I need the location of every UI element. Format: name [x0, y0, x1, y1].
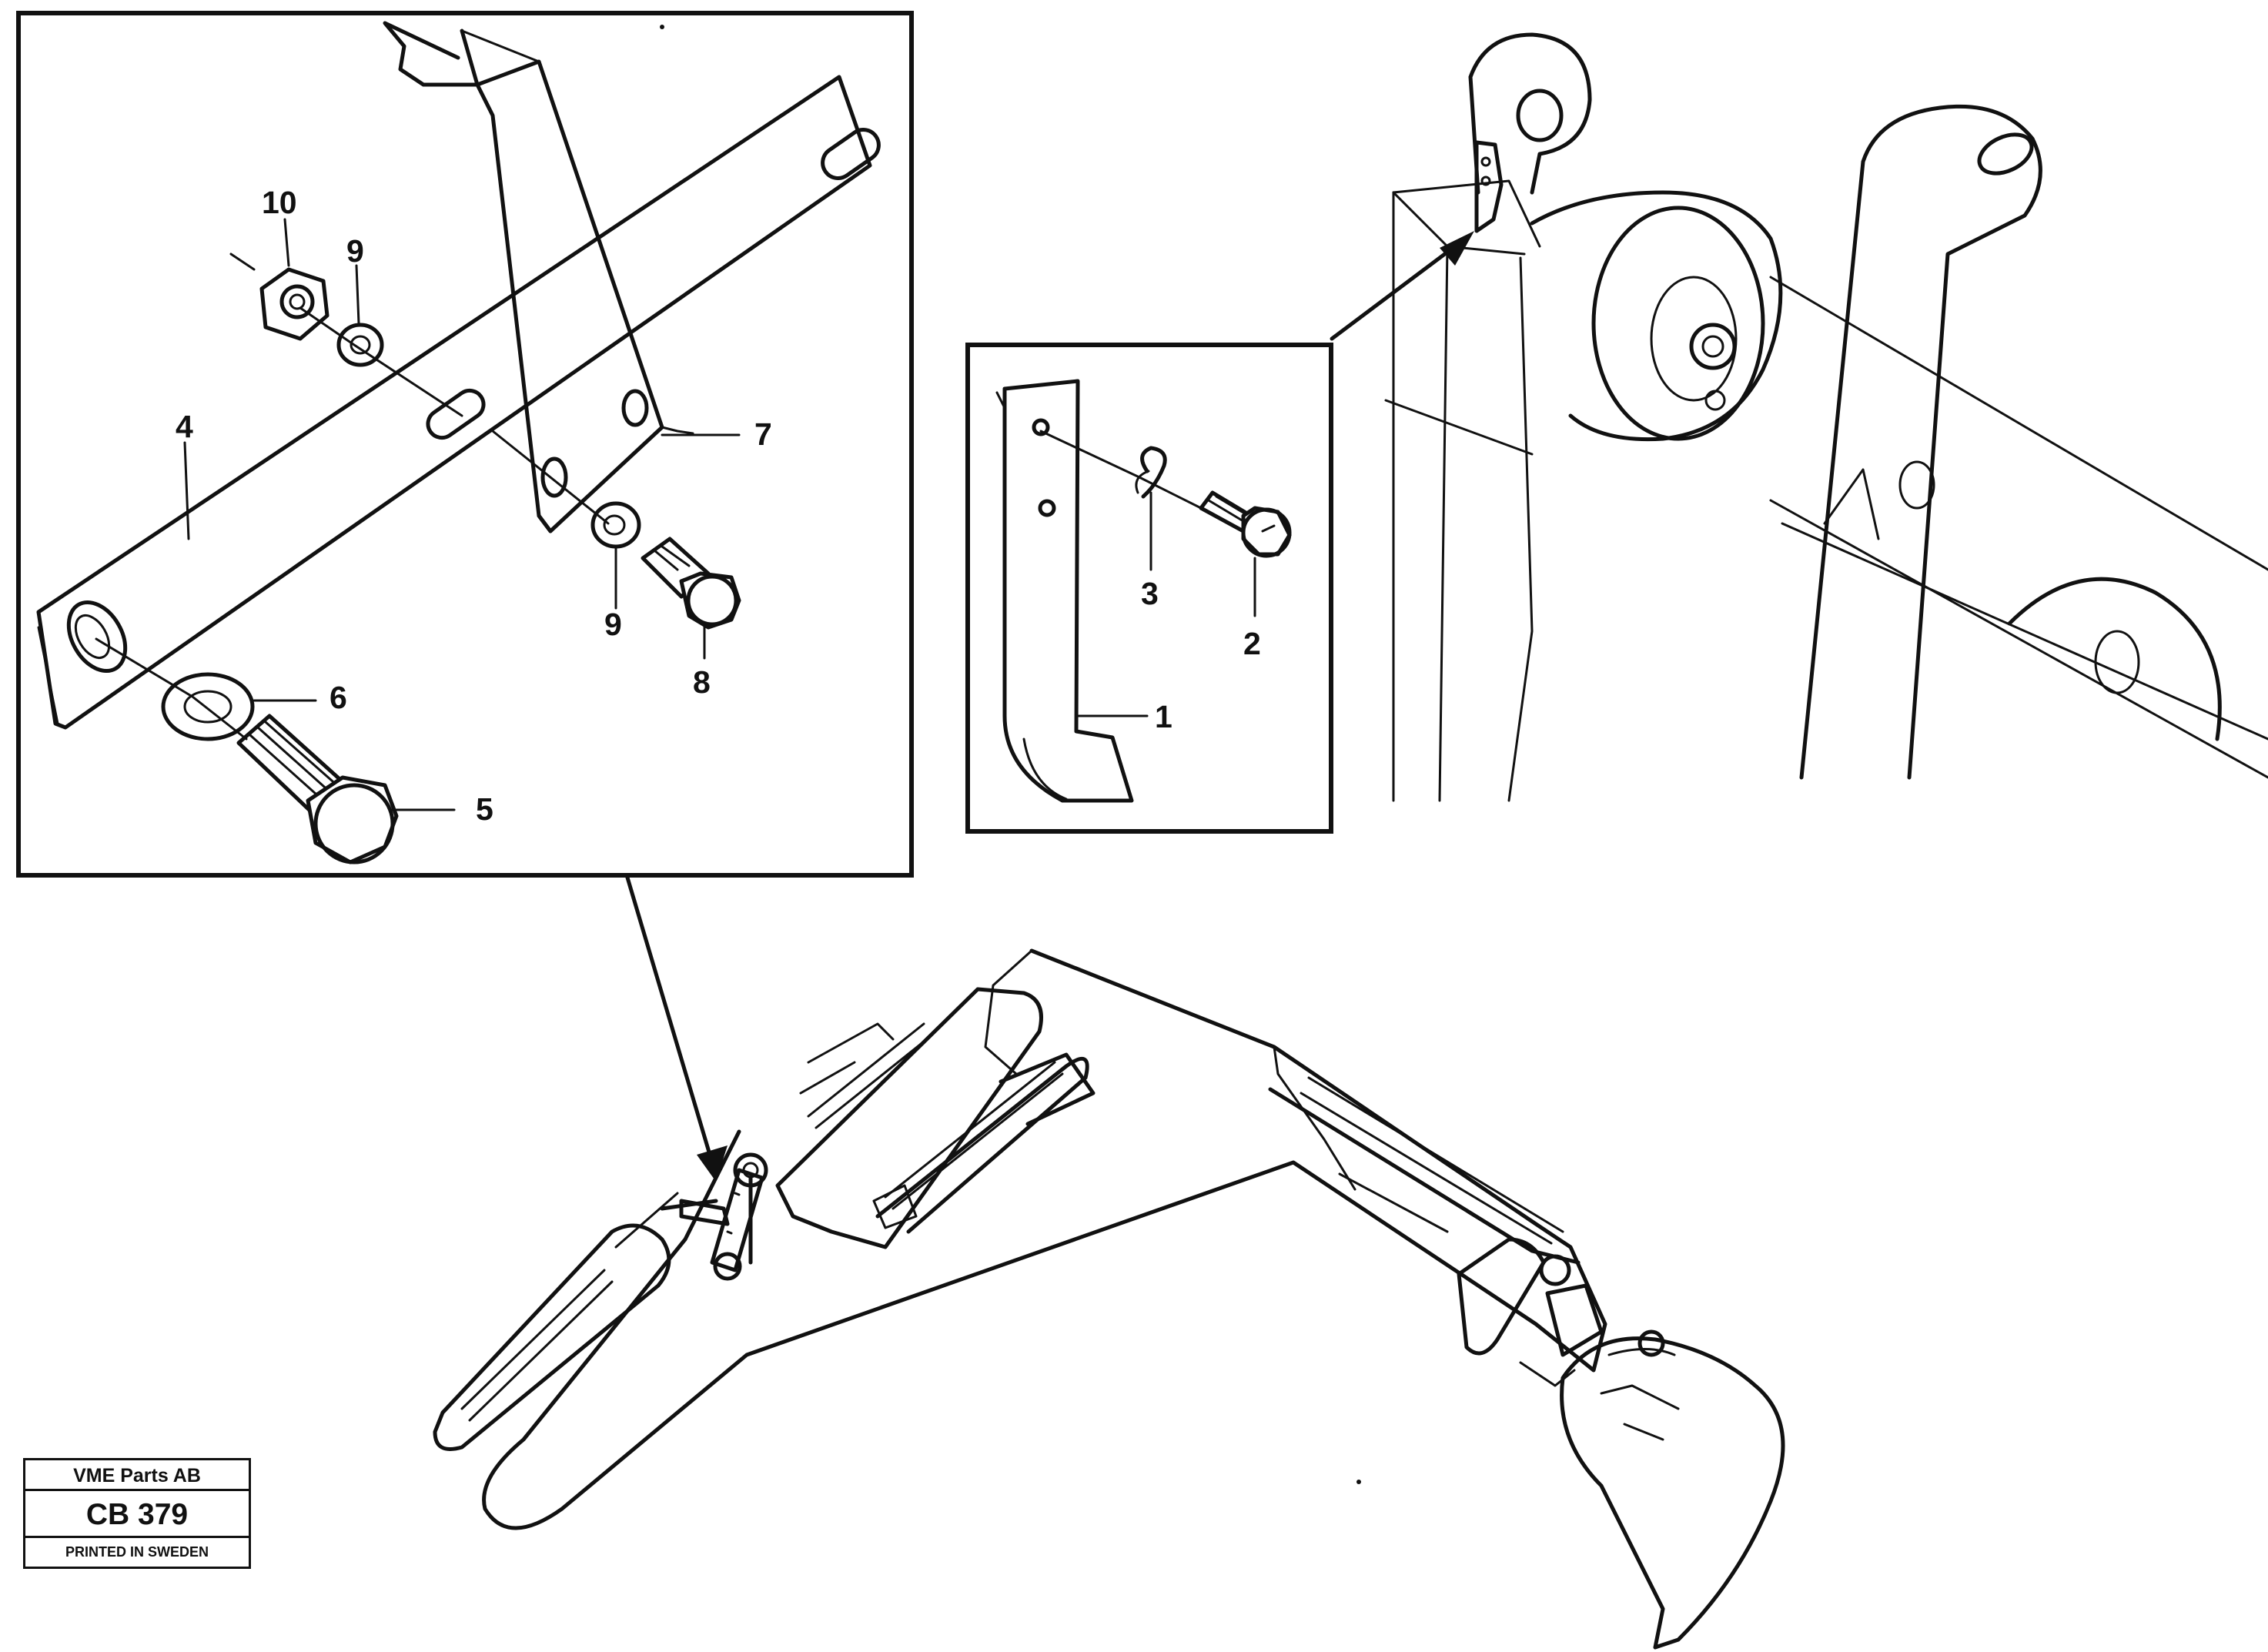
bolt-part-8: [641, 537, 741, 630]
callout-8: 8: [693, 664, 711, 700]
callout-9-upper: 9: [346, 233, 364, 269]
callout-3: 3: [1141, 576, 1159, 611]
pointer-arrow-right: [1330, 231, 1474, 341]
screw-part-2: [1199, 490, 1292, 558]
pointer-arrow-left: [625, 875, 728, 1182]
callout-9-lower: 9: [604, 607, 622, 642]
bracket-part-7: [383, 21, 694, 533]
stamp-company: VME Parts AB: [25, 1460, 249, 1491]
inset-left-frame: [16, 11, 914, 878]
callout-1: 1: [1155, 699, 1172, 734]
stamp-printed: PRINTED IN SWEDEN: [65, 1544, 209, 1560]
inset-right: 3 2 1: [965, 343, 1333, 834]
nut-part-10: [229, 252, 329, 341]
bolt-part-5: [236, 714, 399, 864]
washer-part-6: [161, 672, 255, 741]
stamp-code: CB 379: [25, 1491, 249, 1538]
callout-2: 2: [1243, 626, 1261, 661]
bracket-part-1: [995, 379, 1134, 803]
inset-right-frame: [965, 343, 1333, 834]
backhoe-arm-view: [433, 948, 1785, 1650]
bar-part-4: [36, 75, 881, 730]
callout-6: 6: [329, 680, 347, 715]
callout-5: 5: [476, 791, 493, 827]
callout-10: 10: [262, 185, 297, 220]
title-stamp: VME Parts AB CB 379 PRINTED IN SWEDEN: [23, 1458, 251, 1569]
callout-4: 4: [176, 409, 193, 444]
clip-part-3: [1135, 446, 1167, 499]
washer-part-9-lower: [590, 501, 641, 549]
callout-7: 7: [754, 416, 772, 452]
inset-left: 10 9 4 7 9 8 6 5: [16, 11, 914, 878]
boom-cylinder-view: [1384, 32, 2268, 802]
